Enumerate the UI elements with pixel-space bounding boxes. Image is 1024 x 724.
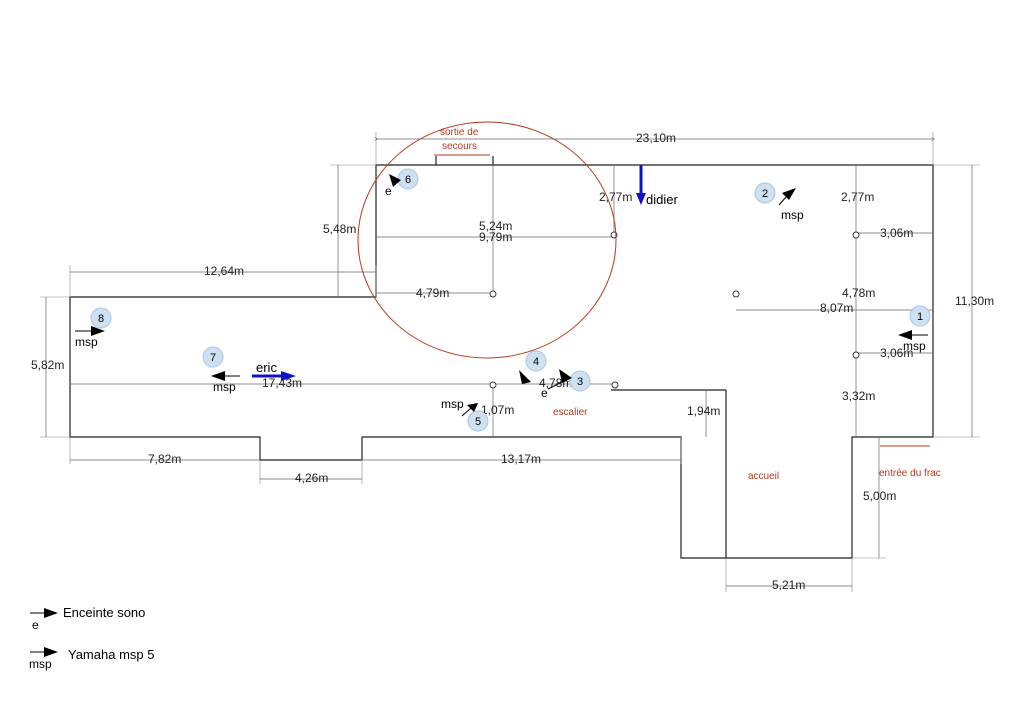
stairs-label: escalier [553,407,588,418]
position-2[interactable]: 2 [754,182,776,204]
dim-mid-short: 4,79m [416,286,449,300]
dim-right-mid: 4,78m [842,286,875,300]
position-badges: 1 2 3 4 5 6 7 8 [90,168,931,432]
dim-bottom-notch: 4,26m [295,471,328,485]
legend-symbol-msp: msp [29,657,52,671]
position-8[interactable]: 8 [90,307,112,329]
svg-text:6: 6 [405,174,411,186]
didier-arrowhead-icon [636,193,646,205]
emergency-exit-label-1: sortie de [440,127,479,138]
legend: e Enceinte sono msp Yamaha msp 5 [29,605,154,671]
emergency-exit-zone [357,121,617,359]
reception-label: accueil [748,471,779,482]
dim-top-total: 23,10m [636,131,676,145]
dim-inset-lower: 3,06m [880,346,913,360]
dim-bottom-mid: 13,17m [501,452,541,466]
speaker-8-label: msp [75,335,98,349]
dim-small: 1,07m [481,403,514,417]
legend-text-msp: Yamaha msp 5 [68,647,154,662]
speakers: msp msp e msp e msp msp [75,174,928,417]
position-3[interactable]: 3 [569,370,591,392]
people: didier eric [252,165,678,381]
svg-text:1: 1 [917,311,923,323]
emergency-exit-label-2: secours [442,141,477,152]
point-marker [611,381,619,389]
dim-accueil-width: 5,21m [772,578,805,592]
speaker-arrow-icon [467,403,478,412]
point-marker [732,290,740,298]
speaker-1-label: msp [903,339,926,353]
speaker-arrow-icon [782,188,796,200]
point-marker [852,231,860,239]
legend-item-msp: msp Yamaha msp 5 [29,647,154,671]
walls [69,156,934,559]
coat-check-label: entrée du frac [879,468,941,479]
svg-text:7: 7 [210,352,216,364]
dim-left-height: 5,82m [31,358,64,372]
svg-text:2: 2 [762,188,768,200]
position-6[interactable]: 6 [397,168,419,190]
dim-stair: 1,94m [687,404,720,418]
position-5[interactable]: 5 [467,410,489,432]
didier-label: didier [646,192,678,207]
eric-label: eric [256,360,277,375]
dim-accueil-height: 5,00m [863,489,896,503]
svg-text:4: 4 [533,356,539,368]
position-1[interactable]: 1 [909,305,931,327]
dimension-lines [40,132,980,592]
speaker-arrow-icon [91,326,105,336]
dim-mid-horizontal: 9,79m [479,230,512,244]
dim-inset-upper: 3,06m [880,226,913,240]
building-outline [69,164,934,559]
legend-item-speaker: e Enceinte sono [30,605,145,632]
legend-arrow-icon [44,647,58,657]
speaker-arrow-icon [389,174,401,187]
svg-text:5: 5 [475,416,481,428]
speaker-3-label: e [541,386,548,400]
dim-bottom-left: 7,82m [148,452,181,466]
point-marker [852,351,860,359]
legend-arrow-icon [44,608,58,618]
measurement-points [489,231,860,389]
point-marker [489,381,497,389]
speaker-arrow-icon [519,370,531,384]
legend-text-speaker: Enceinte sono [63,605,145,620]
position-4[interactable]: 4 [525,350,547,372]
dim-right-total: 11,30m [955,294,994,308]
speaker-arrow-icon [559,369,572,383]
position-7[interactable]: 7 [202,346,224,368]
eric-arrowhead-icon [281,371,296,381]
dim-step: 5,48m [323,222,356,236]
dimension-labels: 23,10m 11,30m 5,48m 12,64m 5,82m 5,24m 9… [31,131,994,592]
legend-symbol-e: e [32,618,39,632]
svg-text:8: 8 [98,313,104,325]
speaker-6-label: e [385,184,392,198]
dim-right-bottom: 3,32m [842,389,875,403]
speaker-arrow-icon [898,330,912,340]
dim-mid-vertical: 5,24m [479,219,512,233]
point-marker [489,290,497,298]
speaker-2-label: msp [781,208,804,222]
svg-text:3: 3 [577,376,583,388]
dim-long: 17,43m [262,376,302,390]
speaker-arrow-icon [211,371,225,381]
speaker-7-label: msp [213,380,236,394]
dim-center-top: 2,77m [599,190,632,204]
dim-to-point: 8,07m [820,301,853,315]
speaker-5-label: msp [441,397,464,411]
dim-left-upper: 12,64m [204,264,244,278]
dim-right-top: 2,77m [841,190,874,204]
